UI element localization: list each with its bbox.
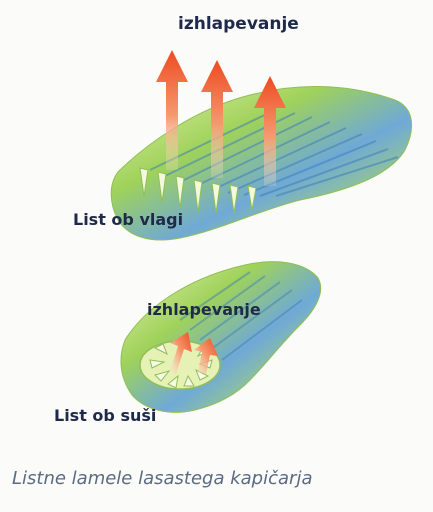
dry-leaf-label: List ob suši [54, 406, 156, 425]
figure-caption: Listne lamele lasastega kapičarja [12, 468, 312, 489]
evaporation-label-bottom: izhlapevanje [147, 300, 261, 319]
wet-leaf-label: List ob vlagi [73, 210, 183, 229]
evaporation-arrows-top [156, 50, 286, 186]
evaporation-label-top: izhlapevanje [178, 14, 299, 34]
dry-leaf-shape [121, 262, 321, 413]
